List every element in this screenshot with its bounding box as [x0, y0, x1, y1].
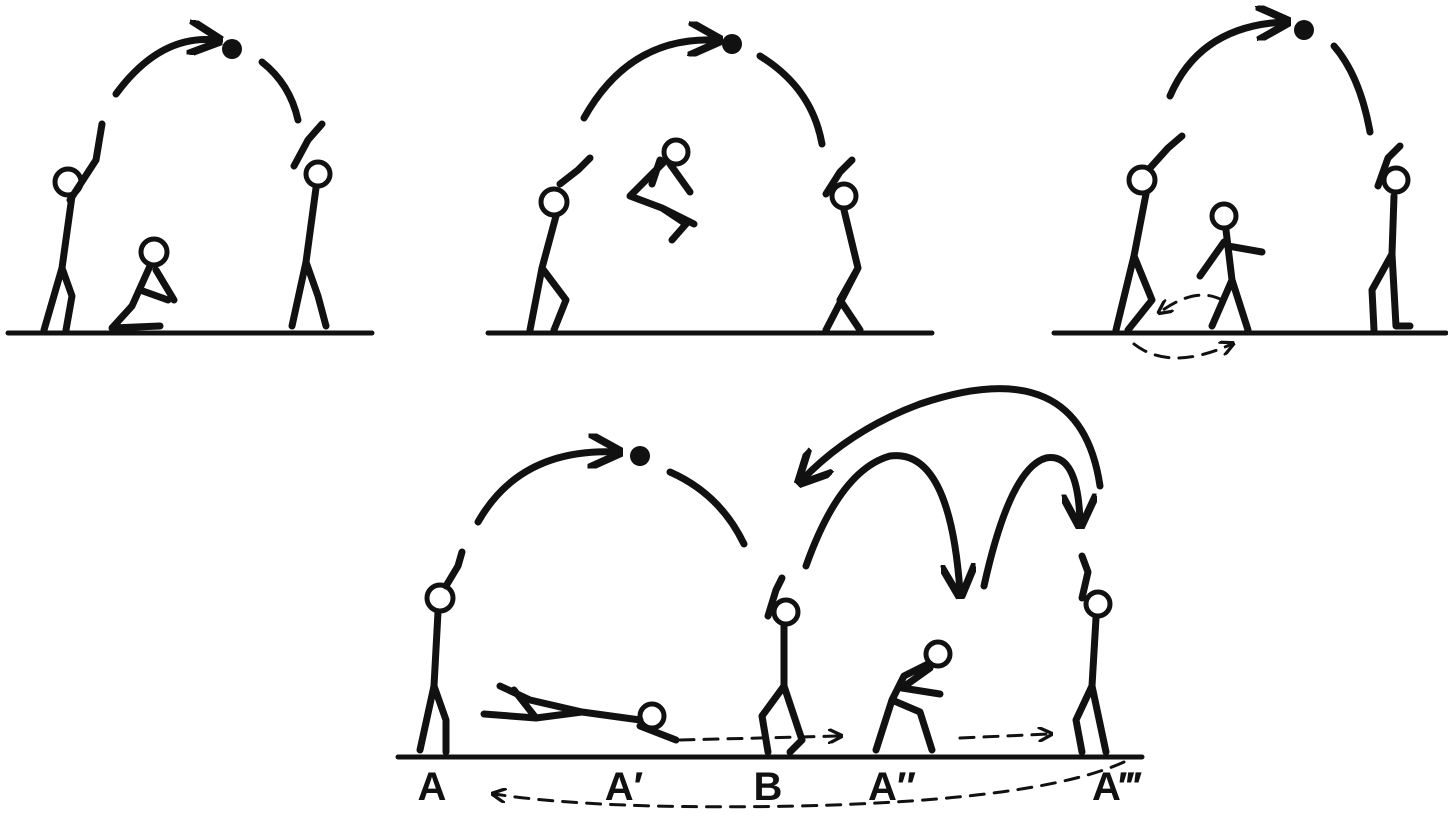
catcher-right — [822, 156, 864, 334]
run-path-arrow — [678, 736, 840, 740]
ball-path — [1330, 42, 1374, 136]
ball — [722, 34, 742, 54]
thrower-left — [1112, 132, 1186, 334]
player-a — [416, 548, 466, 756]
ball — [630, 446, 650, 466]
crouching-player — [872, 639, 953, 754]
catcher-right — [288, 120, 333, 330]
panel-3 — [1051, 20, 1448, 360]
panel-4: A A′ B A″ A‴ — [395, 385, 1145, 809]
kneeling-player — [108, 236, 178, 332]
ball — [1294, 20, 1314, 40]
run-path-arrow — [958, 734, 1050, 738]
return-path-arrow — [494, 760, 1126, 809]
ball-path — [756, 52, 826, 148]
player-b — [758, 574, 806, 756]
position-label-a-prime: A′ — [605, 765, 643, 809]
thrower-left — [526, 154, 594, 334]
panel-1 — [5, 39, 375, 336]
lying-player — [480, 682, 680, 744]
position-label-b: B — [754, 765, 783, 809]
running-player — [1196, 201, 1266, 334]
run-path-arrow — [1132, 344, 1232, 360]
player-a-triple-prime — [1072, 552, 1113, 756]
panel-2 — [485, 34, 935, 336]
position-label-a-triple-prime: A‴ — [1092, 765, 1142, 809]
ball — [222, 39, 242, 59]
catcher-right — [1368, 142, 1414, 334]
throw-arc-back — [802, 385, 1104, 490]
throw-arc — [112, 39, 216, 98]
throw-arc — [802, 452, 960, 592]
ball-path — [258, 58, 302, 124]
thrower-left — [40, 120, 106, 334]
throw-arc — [1166, 22, 1284, 100]
jumping-player — [626, 137, 698, 244]
throw-arc — [980, 454, 1080, 590]
throw-arc — [580, 40, 716, 122]
ball-path — [666, 468, 748, 548]
position-label-a: A — [418, 765, 447, 809]
run-path-arrow — [1160, 293, 1224, 312]
position-label-a-double-prime: A″ — [868, 765, 916, 809]
throw-arc — [474, 452, 616, 526]
